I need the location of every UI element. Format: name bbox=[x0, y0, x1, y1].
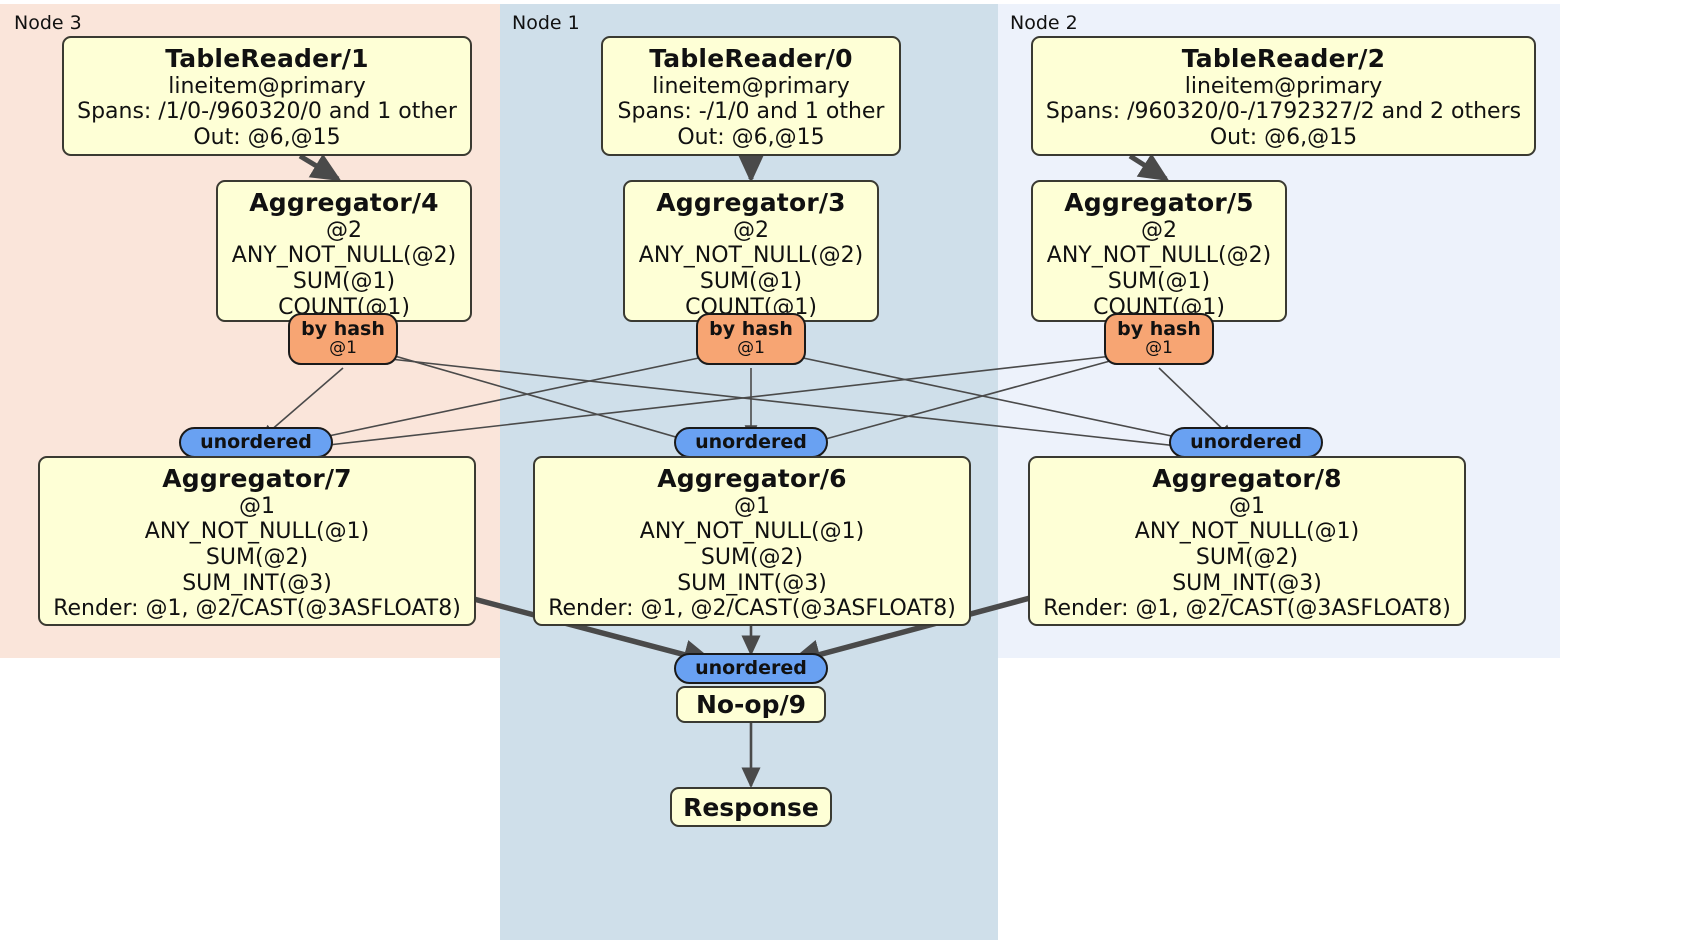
node-detail-line: lineitem@primary bbox=[168, 73, 366, 99]
router-column: @1 bbox=[737, 338, 765, 359]
node-tablereader-0[interactable]: TableReader/0 lineitem@primary Spans: -/… bbox=[601, 36, 901, 156]
node-detail-line: Spans: /960320/0-/1792327/2 and 2 others bbox=[1045, 99, 1522, 125]
node-detail-line: ANY_NOT_NULL(@1) bbox=[1134, 519, 1360, 545]
node-detail-line: @1 bbox=[1229, 493, 1265, 519]
synchronizer-label: unordered bbox=[200, 431, 312, 453]
node-title: TableReader/0 bbox=[649, 44, 853, 73]
output-router-by-hash-right[interactable]: by hash @1 bbox=[1104, 313, 1214, 365]
node-detail-line: SUM(@1) bbox=[292, 268, 396, 294]
node-aggregator-8[interactable]: Aggregator/8 @1 ANY_NOT_NULL(@1) SUM(@2)… bbox=[1028, 456, 1466, 626]
node-aggregator-7[interactable]: Aggregator/7 @1 ANY_NOT_NULL(@1) SUM(@2)… bbox=[38, 456, 476, 626]
node-no-op-9[interactable]: No-op/9 bbox=[676, 686, 826, 723]
router-column: @1 bbox=[1145, 338, 1173, 359]
node-detail-line: SUM(@2) bbox=[700, 544, 804, 570]
router-column: @1 bbox=[329, 338, 357, 359]
node-detail-line: SUM(@2) bbox=[205, 544, 309, 570]
synchronizer-unordered-final[interactable]: unordered bbox=[674, 653, 828, 684]
node-detail-line: Render: @1, @2/CAST(@3ASFLOAT8) bbox=[53, 596, 461, 622]
synchronizer-unordered-center[interactable]: unordered bbox=[674, 427, 828, 458]
router-label: by hash bbox=[709, 318, 793, 341]
node-detail-line: SUM(@2) bbox=[1195, 544, 1299, 570]
node-detail-line: ANY_NOT_NULL(@2) bbox=[231, 243, 457, 269]
panel-label-node-1: Node 1 bbox=[512, 12, 580, 34]
node-detail-line: Spans: -/1/0 and 1 other bbox=[617, 99, 885, 125]
node-title: Aggregator/5 bbox=[1064, 188, 1254, 217]
node-tablereader-1[interactable]: TableReader/1 lineitem@primary Spans: /1… bbox=[62, 36, 472, 156]
node-detail-line: SUM_INT(@3) bbox=[677, 570, 827, 596]
output-router-by-hash-left[interactable]: by hash @1 bbox=[288, 313, 398, 365]
node-title: Response bbox=[683, 792, 819, 822]
node-detail-line: @1 bbox=[734, 493, 770, 519]
node-title: No-op/9 bbox=[695, 690, 807, 719]
node-aggregator-6[interactable]: Aggregator/6 @1 ANY_NOT_NULL(@1) SUM(@2)… bbox=[533, 456, 971, 626]
node-detail-line: lineitem@primary bbox=[1184, 73, 1383, 99]
synchronizer-label: unordered bbox=[1190, 431, 1302, 453]
node-detail-line: Spans: /1/0-/960320/0 and 1 other bbox=[77, 99, 457, 125]
node-detail-line: @1 bbox=[239, 493, 275, 519]
router-label: by hash bbox=[1117, 318, 1201, 341]
node-detail-line: ANY_NOT_NULL(@2) bbox=[1046, 243, 1272, 269]
node-detail-line: ANY_NOT_NULL(@1) bbox=[144, 519, 370, 545]
node-detail-line: @2 bbox=[326, 217, 362, 243]
node-detail-line: Render: @1, @2/CAST(@3ASFLOAT8) bbox=[1043, 596, 1451, 622]
node-title: Aggregator/3 bbox=[656, 188, 846, 217]
node-aggregator-5[interactable]: Aggregator/5 @2 ANY_NOT_NULL(@2) SUM(@1)… bbox=[1031, 180, 1287, 322]
node-detail-line: SUM_INT(@3) bbox=[1172, 570, 1322, 596]
node-detail-line: @2 bbox=[1141, 217, 1177, 243]
synchronizer-unordered-left[interactable]: unordered bbox=[179, 427, 333, 458]
node-detail-line: Out: @6,@15 bbox=[193, 124, 341, 150]
synchronizer-label: unordered bbox=[695, 657, 807, 679]
node-detail-line: Out: @6,@15 bbox=[1209, 124, 1358, 150]
node-title: Aggregator/7 bbox=[162, 464, 352, 493]
router-label: by hash bbox=[301, 318, 385, 341]
node-aggregator-4[interactable]: Aggregator/4 @2 ANY_NOT_NULL(@2) SUM(@1)… bbox=[216, 180, 472, 322]
node-detail-line: ANY_NOT_NULL(@2) bbox=[638, 243, 864, 269]
node-detail-line: SUM(@1) bbox=[1107, 268, 1211, 294]
synchronizer-label: unordered bbox=[695, 431, 807, 453]
node-tablereader-2[interactable]: TableReader/2 lineitem@primary Spans: /9… bbox=[1031, 36, 1536, 156]
node-response[interactable]: Response bbox=[670, 787, 832, 827]
node-title: Aggregator/8 bbox=[1152, 464, 1342, 493]
node-detail-line: ANY_NOT_NULL(@1) bbox=[639, 519, 865, 545]
node-detail-line: SUM_INT(@3) bbox=[182, 570, 332, 596]
output-router-by-hash-center[interactable]: by hash @1 bbox=[696, 313, 806, 365]
node-title: Aggregator/4 bbox=[249, 188, 439, 217]
node-title: Aggregator/6 bbox=[657, 464, 847, 493]
node-detail-line: @2 bbox=[733, 217, 769, 243]
node-aggregator-3[interactable]: Aggregator/3 @2 ANY_NOT_NULL(@2) SUM(@1)… bbox=[623, 180, 879, 322]
panel-label-node-2: Node 2 bbox=[1010, 12, 1078, 34]
node-detail-line: lineitem@primary bbox=[652, 73, 850, 99]
synchronizer-unordered-right[interactable]: unordered bbox=[1169, 427, 1323, 458]
panel-label-node-3: Node 3 bbox=[14, 12, 82, 34]
node-detail-line: SUM(@1) bbox=[699, 268, 803, 294]
node-title: TableReader/1 bbox=[165, 44, 369, 73]
node-detail-line: Out: @6,@15 bbox=[677, 124, 825, 150]
node-detail-line: Render: @1, @2/CAST(@3ASFLOAT8) bbox=[548, 596, 956, 622]
node-title: TableReader/2 bbox=[1181, 44, 1386, 73]
